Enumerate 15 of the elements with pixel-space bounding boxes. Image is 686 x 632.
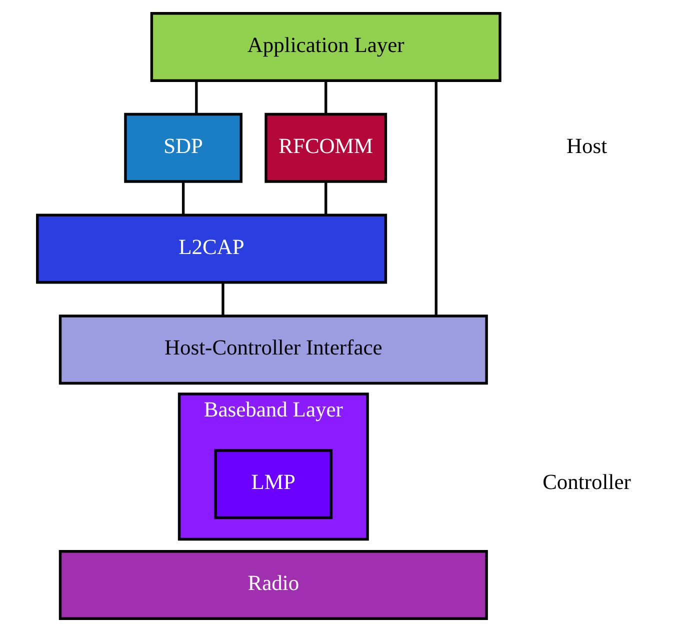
connector <box>324 182 328 215</box>
node-box: Application Layer <box>150 12 502 82</box>
connector <box>434 81 438 316</box>
node-box: L2CAP <box>36 214 388 284</box>
connector <box>182 182 185 215</box>
connector <box>222 282 224 316</box>
connector <box>195 81 198 114</box>
node-box: SDP <box>124 112 242 183</box>
label: Host <box>566 134 608 158</box>
label: Controller <box>542 470 631 494</box>
connector <box>324 81 328 114</box>
node-box: LMP <box>214 449 333 520</box>
node-box: RFCOMM <box>264 112 388 183</box>
node-box: Radio <box>58 550 488 620</box>
node-box: Host-Controller Interface <box>58 314 488 385</box>
